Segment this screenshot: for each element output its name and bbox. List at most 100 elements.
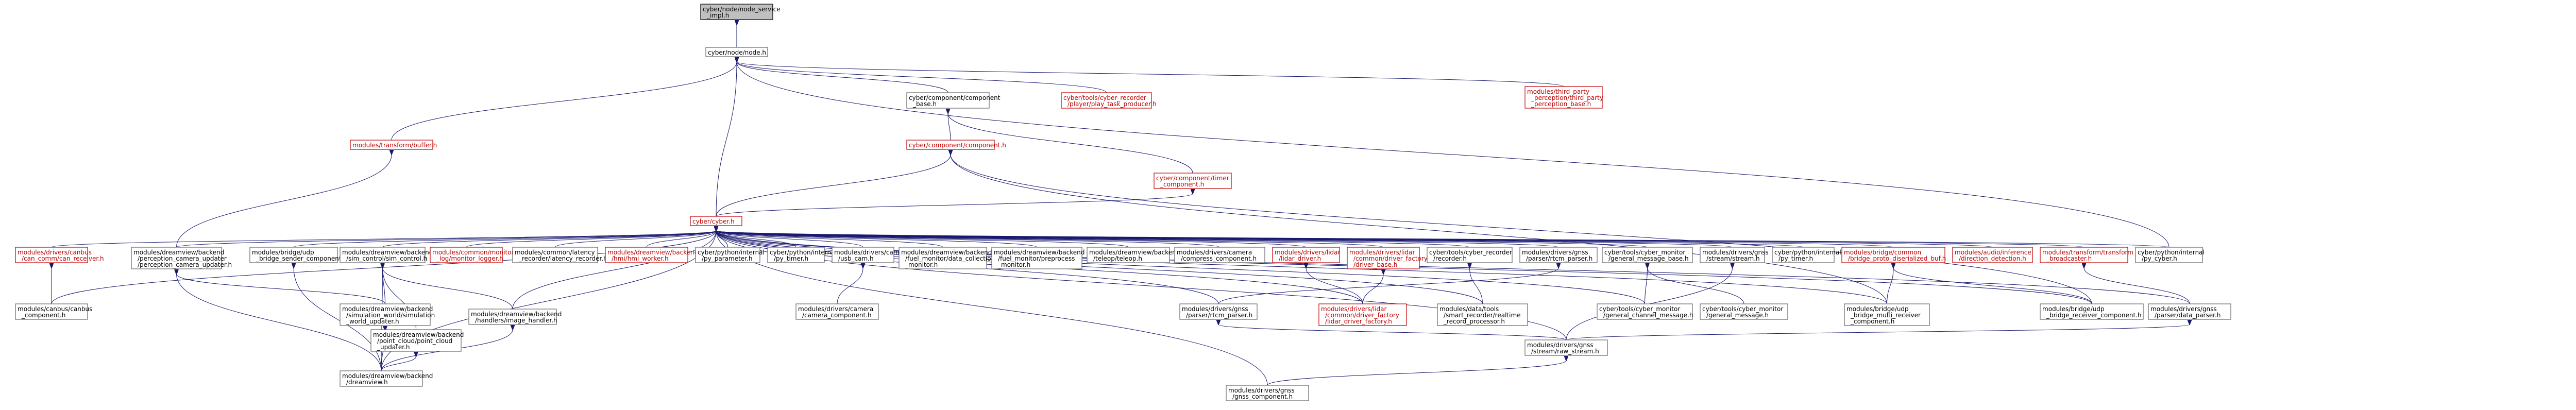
node-label-line: _component.h [1850, 318, 1894, 325]
node-a12[interactable]: modules/dreamview/backend/fuel_monitor/p… [991, 247, 1084, 269]
node-n_tfbuffer[interactable]: modules/transform/buffer.h [350, 140, 437, 150]
node-a18[interactable]: modules/drivers/gnss/parser/rtcm_parser.… [1519, 247, 1598, 263]
node-a6[interactable]: modules/common/latency_recorder/latency_… [512, 247, 607, 263]
edge-b8-to-a17 [1470, 268, 1483, 304]
node-b11[interactable]: modules/bridge/udp_bridge_multi_receiver… [1844, 303, 1930, 326]
edge-a12-to-n_cyber [716, 231, 1037, 248]
node-n_base[interactable]: cyber/component/component_base.h [906, 92, 1001, 109]
node-a17[interactable]: cyber/tools/cyber_recorder/recorder.h [1427, 247, 1513, 263]
node-label-line: modules/bridge/common [1844, 249, 1921, 256]
node-b13[interactable]: modules/drivers/gnss/parser/data_parser.… [2148, 303, 2231, 320]
edge-a7-to-n_cyber [646, 231, 716, 248]
node-label-line: modules/common/monitor [432, 249, 514, 256]
node-label-line: modules/drivers/camera [834, 249, 909, 256]
node-label-line: modules/bridge/udp [1846, 305, 1909, 313]
node-label-line: cyber/component/timer [1156, 175, 1229, 182]
edge-b13-to-a24 [2084, 268, 2190, 304]
node-label-line: cyber/component/component [909, 94, 1001, 101]
edge-n_timercomp-to-n_base [948, 113, 1193, 174]
node-a21[interactable]: cyber/python/internal/py_timer.h [1772, 247, 1841, 263]
node-a8[interactable]: cyber/python/internal/py_parameter.h [695, 247, 765, 263]
node-label-line: modules/drivers/camera [1177, 249, 1252, 256]
node-label-line: /camera_component.h [802, 312, 872, 319]
node-a22[interactable]: modules/bridge/common/bridge_proto_diser… [1841, 247, 1946, 263]
node-b12[interactable]: modules/bridge/udp_bridge_receiver_compo… [2040, 303, 2144, 320]
node-b5[interactable]: modules/drivers/camera/camera_component.… [795, 303, 879, 320]
node-label-line: cyber/python/internal [698, 249, 765, 256]
node-a1[interactable]: modules/drivers/canbus/can_comm/can_rece… [15, 247, 104, 263]
node-label-line: /smart_recorder/realtime [1444, 312, 1521, 319]
node-root[interactable]: cyber/node/node_service_impl.h [700, 4, 781, 20]
node-n_playrecord[interactable]: cyber/tools/cyber_recorder/player/play_t… [1061, 92, 1157, 109]
node-a11[interactable]: modules/dreamview/backend/fuel_monitor/d… [899, 247, 995, 269]
node-a7[interactable]: modules/dreamview/backend/hmi/hmi_worker… [605, 247, 698, 263]
node-a10[interactable]: modules/drivers/camera/usb_cam.h [832, 247, 909, 263]
edge-b10-to-a19 [1648, 268, 1744, 304]
node-a20[interactable]: modules/drivers/gnss/stream/stream.h [1700, 247, 1769, 263]
node-n_node[interactable]: cyber/node/node.h [705, 47, 768, 57]
node-n_timercomp[interactable]: cyber/component/timer_component.h [1154, 173, 1232, 189]
node-b9[interactable]: cyber/tools/cyber_monitor/general_channe… [1597, 303, 1693, 320]
node-a5[interactable]: modules/common/monitor_log/monitor_logge… [430, 247, 514, 263]
node-label-line: /general_channel_message.h [1603, 312, 1693, 319]
edge-b7-to-a15 [1306, 268, 1363, 304]
node-a24[interactable]: modules/transform/transform_broadcaster.… [2040, 247, 2133, 263]
node-box [131, 247, 222, 269]
node-label-line: modules/data/tools [1439, 305, 1499, 313]
node-a9[interactable]: cyber/python/internal/py_timer.h [767, 247, 837, 263]
node-label-line: /py_timer.h [1778, 255, 1813, 262]
node-a23[interactable]: modules/audio/inference/direction_detect… [1952, 247, 2033, 263]
edge-b5-to-a10 [837, 268, 863, 304]
edge-c1-to-a2 [177, 274, 382, 371]
node-a4[interactable]: modules/dreamview/backend/sim_control/si… [340, 247, 433, 263]
node-label-line: _component.h [1160, 181, 1204, 188]
node-label-line: _component.h [21, 312, 65, 319]
node-label-line: _bridge_sender_component.h [256, 255, 347, 262]
node-label-line: /simulation_world/simulation [346, 312, 435, 319]
node-c1[interactable]: modules/dreamview/backend/dreamview.h [340, 370, 433, 387]
node-b3[interactable]: modules/dreamview/backend/point_cloud/po… [370, 329, 464, 352]
node-box [700, 4, 773, 20]
node-b8[interactable]: modules/data/tools/smart_recorder/realti… [1437, 303, 1528, 326]
node-label-line: /py_timer.h [774, 255, 808, 262]
node-n_component[interactable]: cyber/component/component.h [906, 140, 1006, 150]
node-box [1602, 247, 1693, 263]
node-a13[interactable]: modules/dreamview/backend/teleop/teleop.… [1087, 247, 1180, 263]
node-a14[interactable]: modules/drivers/camera/compress_componen… [1174, 247, 1265, 263]
node-b6[interactable]: modules/drivers/gnss/parser/rtcm_parser.… [1179, 303, 1258, 320]
node-label-line: modules/drivers/canbus [18, 249, 92, 256]
edge-a10-to-n_cyber [716, 231, 863, 248]
node-a19[interactable]: cyber/tools/cyber_monitor/general_messag… [1602, 247, 1693, 263]
node-box [1844, 303, 1930, 326]
node-label-line: /compress_component.h [1181, 255, 1257, 262]
node-b2[interactable]: modules/dreamview/backend/simulation_wor… [340, 303, 435, 326]
node-n_cyber[interactable]: cyber/cyber.h [690, 216, 742, 226]
node-box [991, 247, 1082, 269]
edge-n_component-to-n_base [948, 113, 951, 141]
node-b1[interactable]: modules/canbus/canbus_component.h [15, 303, 92, 320]
node-a16[interactable]: modules/drivers/lidar/common/driver_fact… [1347, 247, 1428, 269]
node-c2[interactable]: modules/drivers/gnss/stream/raw_stream.h [1524, 339, 1608, 356]
node-label-line: _updater.h [377, 344, 410, 351]
node-label-line: modules/dreamview/backend [342, 249, 433, 256]
edge-b6-to-a18 [1218, 268, 1558, 304]
node-label-line: modules/drivers/lidar [1349, 249, 1415, 256]
node-b10[interactable]: cyber/tools/cyber_monitor/general_messag… [1700, 303, 1788, 320]
node-d1[interactable]: modules/drivers/gnss/gnss_component.h [1226, 385, 1309, 401]
node-b4[interactable]: modules/dreamview/backend/handlers/image… [468, 309, 562, 325]
node-box [605, 247, 688, 263]
node-b7[interactable]: modules/drivers/lidar/common/driver_fact… [1318, 303, 1407, 326]
edge-a13-to-n_cyber [716, 231, 1129, 248]
node-label-line: modules/dreamview/backend [342, 305, 433, 313]
node-a15[interactable]: modules/drivers/lidar/lidar_driver.h [1272, 247, 1341, 263]
node-a25[interactable]: cyber/python/internal/py_cyber.h [2135, 247, 2205, 263]
edge-d1-to-c2 [1267, 361, 1566, 386]
node-label-line: _bridge_multi_receiver [1850, 312, 1921, 319]
node-label-line: /parser/rtcm_parser.h [1186, 312, 1252, 319]
node-a2[interactable]: modules/dreamview/backend/perception_cam… [131, 247, 232, 269]
node-n_thirdparty[interactable]: modules/third_party_perception/third_par… [1524, 86, 1603, 109]
node-label-line: _log/monitor_logger.h [436, 255, 503, 262]
node-box [1524, 86, 1603, 109]
node-a3[interactable]: modules/bridge/udp_bridge_sender_compone… [249, 247, 347, 263]
node-box [695, 247, 760, 263]
